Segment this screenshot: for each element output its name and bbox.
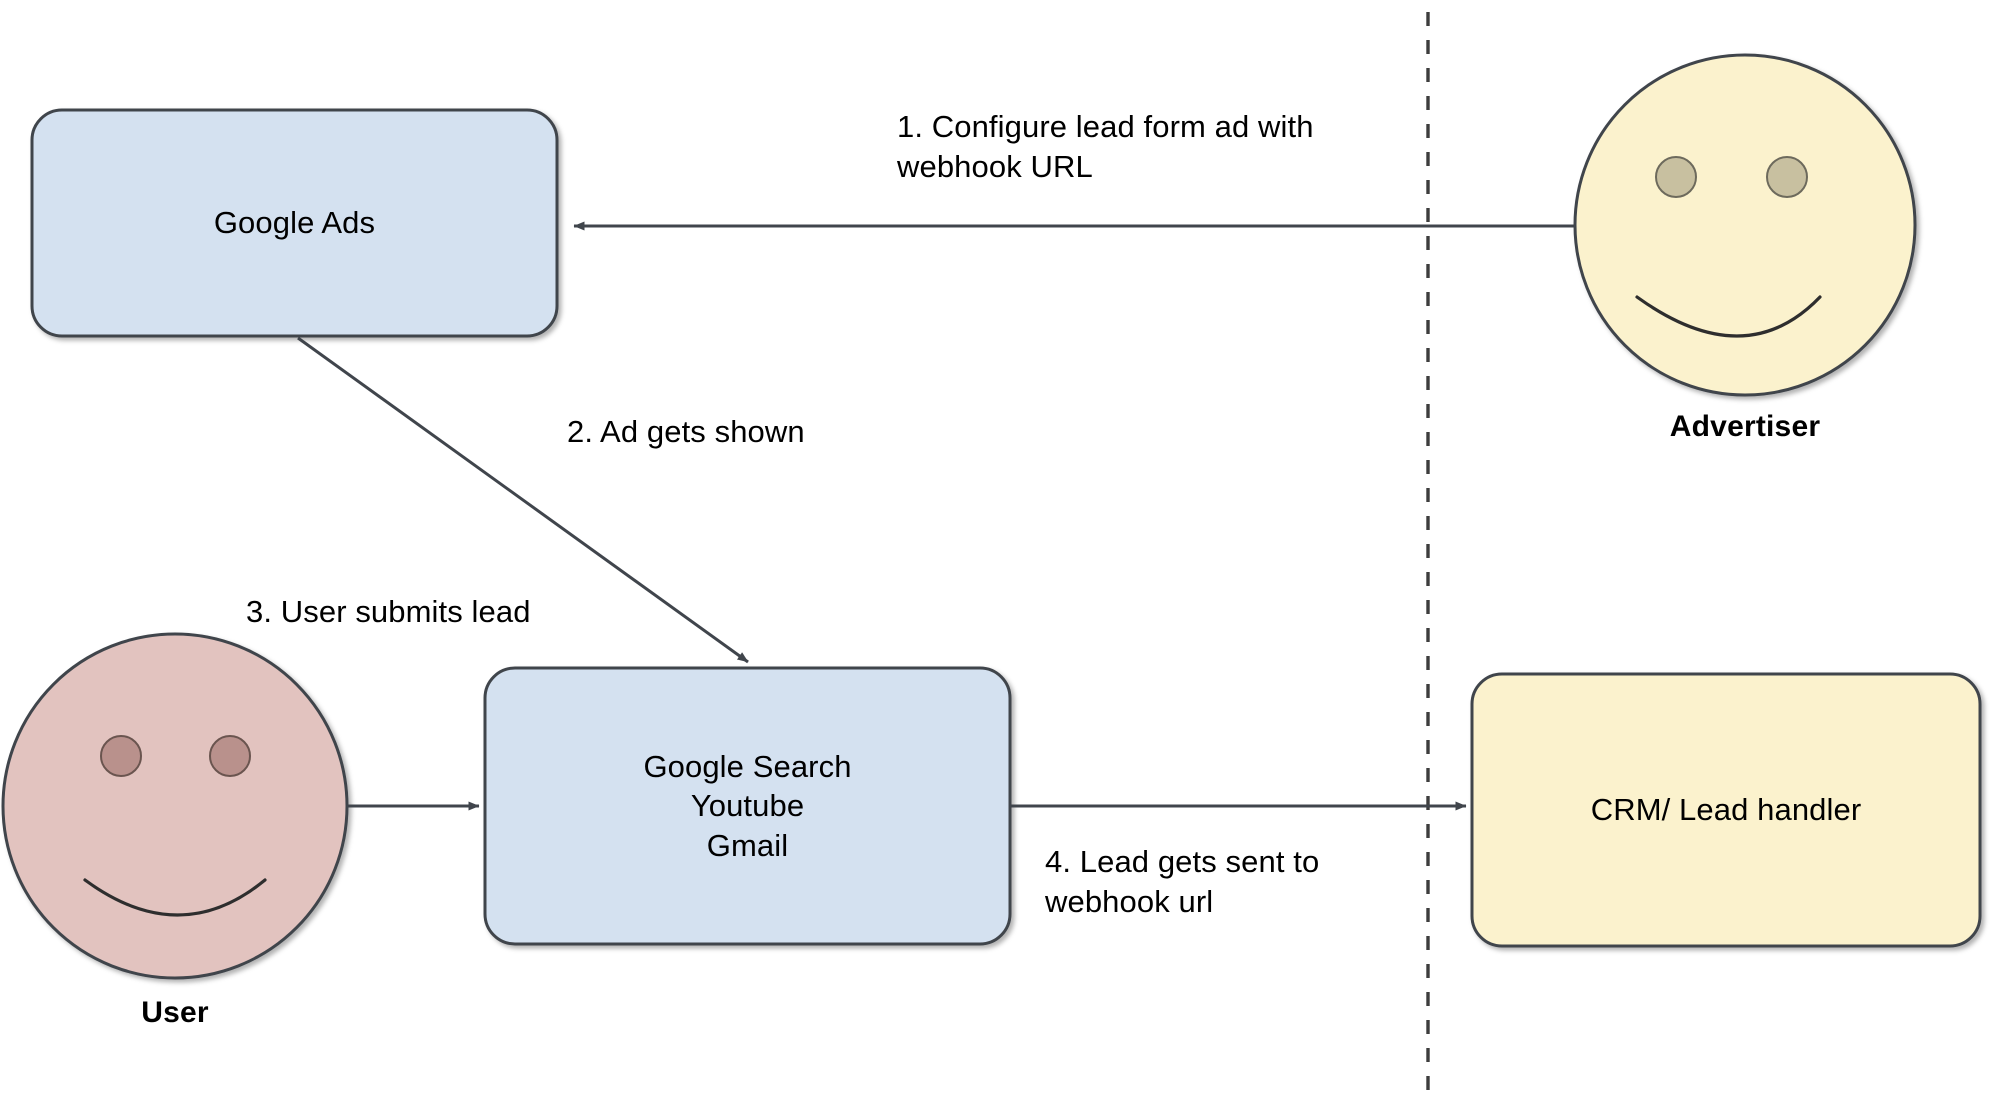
advertiser-left-eye-icon (1655, 156, 1697, 198)
user-face-circle (1, 632, 349, 980)
edge-1-label: 1. Configure lead form ad with webhook U… (897, 109, 1314, 185)
node-google-ads[interactable] (30, 108, 559, 338)
advertiser-smile-icon (1635, 295, 1822, 338)
advertiser-right-eye-icon (1766, 156, 1808, 198)
node-advertiser[interactable] (1573, 53, 1917, 397)
user-right-eye-icon (209, 735, 251, 777)
node-crm[interactable] (1470, 672, 1982, 948)
user-name: User (141, 996, 209, 1029)
edge-3-label: 3. User submits lead (246, 594, 531, 629)
user-left-eye-icon (100, 735, 142, 777)
node-user[interactable] (1, 632, 349, 980)
advertiser-face-circle (1573, 53, 1917, 397)
node-google-surfaces[interactable] (483, 666, 1012, 946)
advertiser-name: Advertiser (1669, 410, 1821, 443)
user-smile-icon (83, 878, 267, 917)
edge-2-connector[interactable] (297, 336, 749, 664)
edge-2-label: 2. Ad gets shown (567, 414, 805, 449)
edge-4-label: 4. Lead gets sent to webhook url (1045, 844, 1320, 920)
